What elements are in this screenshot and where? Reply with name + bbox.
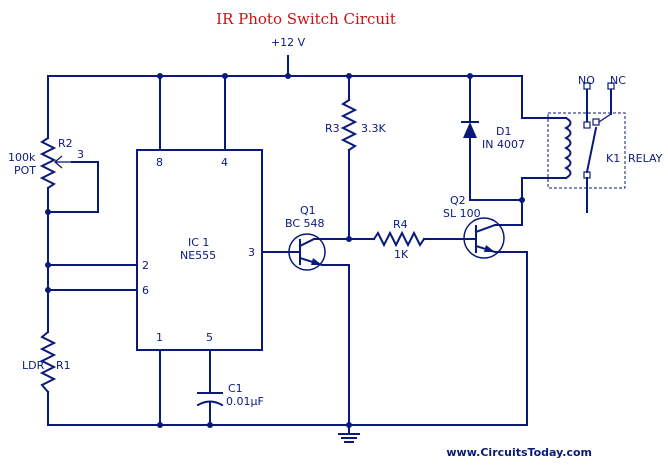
website-label: www.CircuitsToday.com [446, 446, 592, 459]
r3-ref: R3 [325, 122, 340, 135]
ic1-part: NE555 [180, 249, 216, 262]
ground-symbol [338, 433, 360, 443]
wires [47, 55, 567, 434]
ic1-pin3: 3 [248, 246, 255, 259]
ic1-pin2: 2 [142, 259, 149, 272]
q2-emitter-wire [494, 251, 528, 426]
r2-type: POT [14, 164, 36, 177]
d1-ref: D1 [496, 125, 511, 138]
r1-type: LDR [22, 359, 45, 372]
c1-ref: C1 [228, 382, 243, 395]
nc-contact [592, 118, 600, 126]
junction-dot [45, 209, 51, 215]
k1-type: RELAY [628, 152, 663, 165]
junction-dot [222, 73, 228, 79]
junction-dot [346, 422, 352, 428]
q2-part: SL 100 [443, 207, 481, 220]
relay-armature [585, 126, 598, 174]
q1-emitter-wire [321, 264, 350, 434]
k1-relay: NO NC K1 RELAY [547, 74, 663, 213]
diagram-title: IR Photo Switch Circuit [216, 10, 396, 28]
k1-ref: K1 [606, 152, 620, 165]
q1-transistor: Q1 BC 548 [285, 204, 326, 271]
junction-dot [346, 73, 352, 79]
relay-nc-label: NC [610, 74, 626, 87]
c1-capacitor: C1 0.01µF [196, 382, 264, 408]
pot-wiper-wire [47, 161, 99, 213]
r1-ldr: LDR R1 [22, 330, 71, 394]
r2-wiper-pin: 3 [77, 148, 84, 161]
relay-no-label: NO [578, 74, 595, 87]
junction-dot [467, 73, 473, 79]
ic1-pin4: 4 [221, 156, 228, 169]
q1-part: BC 548 [285, 217, 325, 230]
junction-dot [157, 73, 163, 79]
q2-transistor: Q2 SL 100 [443, 194, 505, 259]
c1-value: 0.01µF [226, 395, 264, 408]
r2-potentiometer: R2 100k POT 3 [8, 136, 84, 190]
junction-dot [207, 422, 213, 428]
ic1-pin1: 1 [156, 331, 163, 344]
supply-label: +12 V [271, 36, 306, 49]
junction-dot [45, 262, 51, 268]
ic1-pin6: 6 [142, 284, 149, 297]
d1-bottom-wire [469, 141, 523, 201]
junction-dot [45, 287, 51, 293]
junction-dot [285, 73, 291, 79]
junction-dot [346, 236, 352, 242]
q2-ref: Q2 [450, 194, 466, 207]
coil-bottom-wire [521, 177, 549, 201]
r4-value: 1K [394, 248, 409, 261]
ic1-ne555: 8 4 2 6 3 1 5 IC 1 NE555 [136, 149, 263, 351]
ic1-pin8: 8 [156, 156, 163, 169]
junction-dot [519, 197, 525, 203]
q1-ref: Q1 [300, 204, 316, 217]
ic1-ref: IC 1 [188, 236, 209, 249]
r4-resistor: R4 1K [372, 218, 426, 261]
r4-ref: R4 [393, 218, 408, 231]
junctions [45, 73, 525, 428]
junction-dot [157, 422, 163, 428]
r2-value: 100k [8, 151, 36, 164]
q2-collector-wire [494, 199, 523, 226]
top-rail-wire [47, 75, 549, 119]
r3-resistor: R3 3.3K [325, 98, 386, 152]
r2-ref: R2 [58, 137, 73, 150]
ic1-pin5: 5 [206, 331, 213, 344]
d1-part: IN 4007 [482, 138, 525, 151]
no-contact [583, 121, 591, 129]
r3-value: 3.3K [361, 122, 386, 135]
r1-ref: R1 [56, 359, 71, 372]
d1-diode: D1 IN 4007 [461, 121, 525, 151]
